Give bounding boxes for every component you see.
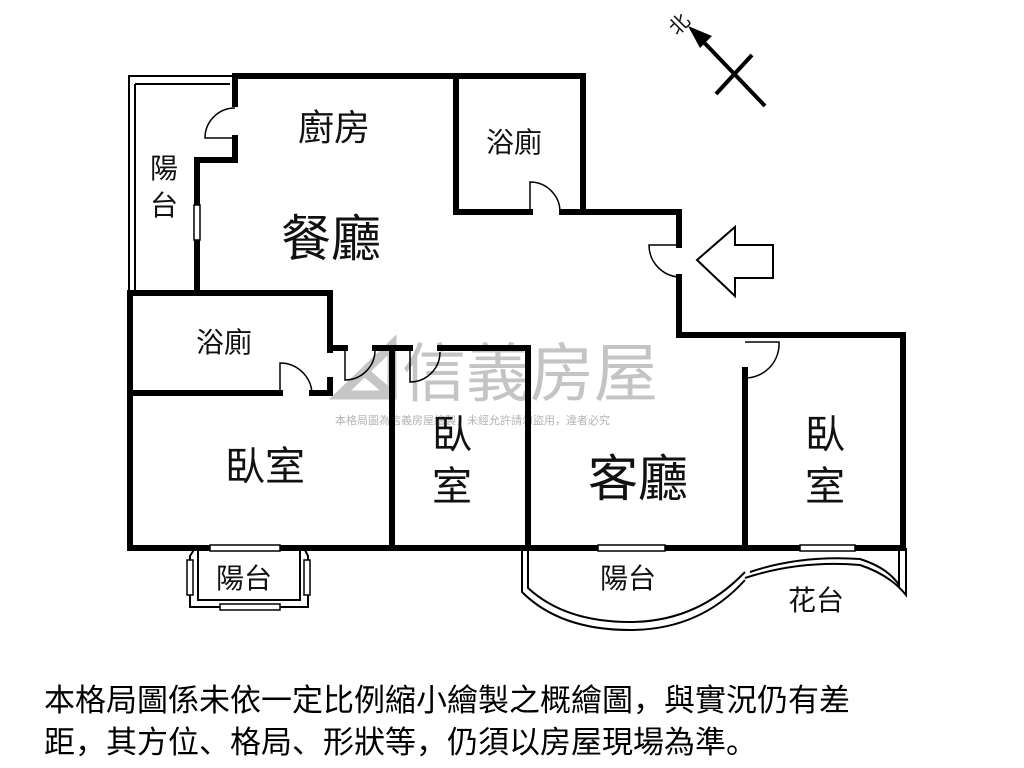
disclaimer-line-2: 距，其方位、格局、形狀等，仍須以房屋現場為準。 [44,725,757,761]
disclaimer-line-1: 本格局圖係未依一定比例縮小繪製之概繪圖，與實況仍有差 [44,683,850,719]
room-labels: 廚房 浴廁 餐廳 陽 台 浴廁 臥室 臥 室 客廳 臥 室 陽台 陽台 花台 [150,108,845,617]
garden-label: 花台 [788,584,844,617]
bath-mid-label: 浴廁 [196,326,252,359]
bedroom-right-label-1: 臥 [805,412,845,458]
dining-label: 餐廳 [281,210,381,268]
kitchen-label: 廚房 [298,108,370,149]
watermark-notice: 本格局圖為信義房屋繪製，未經允許請勿盜用，違者必究 [335,413,610,427]
compass-icon [688,26,767,108]
disclaimer: 本格局圖係未依一定比例縮小繪製之概繪圖，與實況仍有差 距，其方位、格局、形狀等，… [44,680,1004,764]
balcony-left-label-1: 陽 [150,152,178,185]
living-label: 客廳 [588,450,688,508]
compass-north-label: 北 [664,9,695,40]
entrance-arrow-icon [695,224,774,299]
bedroom-right-label-2: 室 [805,464,845,510]
bath-top-label: 浴廁 [486,126,542,159]
balcony-left-label-2: 台 [150,189,178,222]
windows [186,204,856,611]
bedroom-left-label: 臥室 [225,444,305,490]
watermark-logo-icon [328,334,397,400]
watermark: 信義房屋 本格局圖為信義房屋繪製，未經允許請勿盜用，違者必究 [328,334,658,427]
balcony-outlines [128,75,907,632]
bedroom-mid-label-1: 臥 [432,412,472,458]
balcony-bottom-mid-label: 陽台 [600,562,656,595]
bedroom-mid-label-2: 室 [432,464,472,510]
doors [204,107,780,394]
floor-plan: 信義房屋 本格局圖為信義房屋繪製，未經允許請勿盜用，違者必究 [127,9,907,632]
balcony-bottom-left-label: 陽台 [216,562,272,595]
walls [127,73,906,551]
